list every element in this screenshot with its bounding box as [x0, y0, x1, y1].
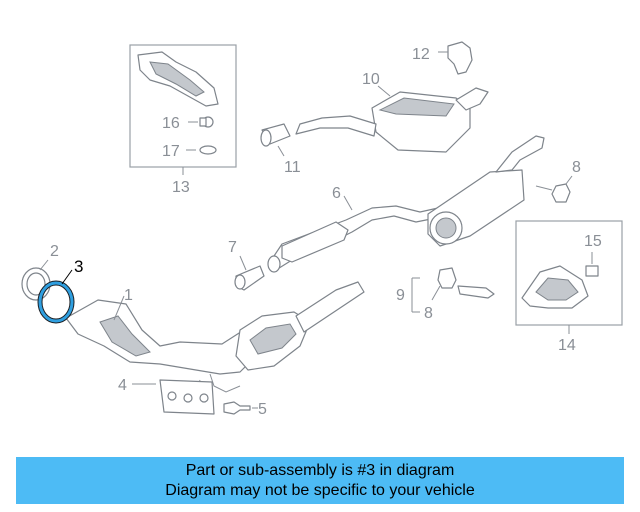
callout-6: 6	[332, 185, 341, 202]
part-3-clamp-ring-fill	[38, 281, 74, 323]
part-3-leader	[61, 269, 73, 285]
heat-shield-detail	[149, 61, 205, 97]
part-9-bracket	[457, 285, 495, 299]
callout-17: 17	[162, 143, 180, 160]
part-1-flex-pipe	[65, 299, 263, 375]
callout-7: 7	[228, 239, 237, 256]
part-17-washer	[199, 145, 217, 155]
part-12-bracket	[447, 41, 473, 75]
part-15-clip	[585, 265, 599, 277]
callout-2: 2	[50, 243, 59, 260]
rear-muffler-outlet-pipe	[495, 135, 545, 173]
callout-8-lower: 8	[424, 305, 433, 322]
callout-5: 5	[258, 401, 267, 418]
callout-15: 15	[584, 233, 602, 250]
callout-13: 13	[172, 179, 190, 196]
info-banner: Part or sub-assembly is #3 in diagram Di…	[16, 457, 624, 504]
part-5-stud	[223, 401, 251, 415]
callout-1: 1	[124, 287, 133, 304]
exhaust-parts-diagram: 1 2 3 4 5 6 7 8 8 9 10 11 12 13 14 15 16…	[21, 41, 623, 418]
callout-4: 4	[118, 377, 127, 394]
banner-line-2: Diagram may not be specific to your vehi…	[165, 481, 475, 499]
callout-9: 9	[396, 287, 405, 304]
part-10-inlet-pipe	[295, 115, 377, 137]
callout-16: 16	[162, 115, 180, 132]
callout-10: 10	[362, 71, 380, 88]
part-8-hanger-lower	[437, 267, 457, 289]
part-6-resonator	[281, 221, 349, 263]
banner-line-1: Part or sub-assembly is #3 in diagram	[185, 461, 455, 479]
part-8-hanger-upper	[551, 183, 571, 203]
callout-12: 12	[412, 46, 430, 63]
callout-3[interactable]: 3	[74, 257, 83, 276]
part-1-outlet-pipe	[295, 281, 365, 333]
part-1-shield-detail	[99, 315, 151, 357]
callout-14: 14	[558, 337, 576, 354]
callout-11: 11	[284, 159, 301, 176]
callout-8-upper: 8	[572, 159, 581, 176]
